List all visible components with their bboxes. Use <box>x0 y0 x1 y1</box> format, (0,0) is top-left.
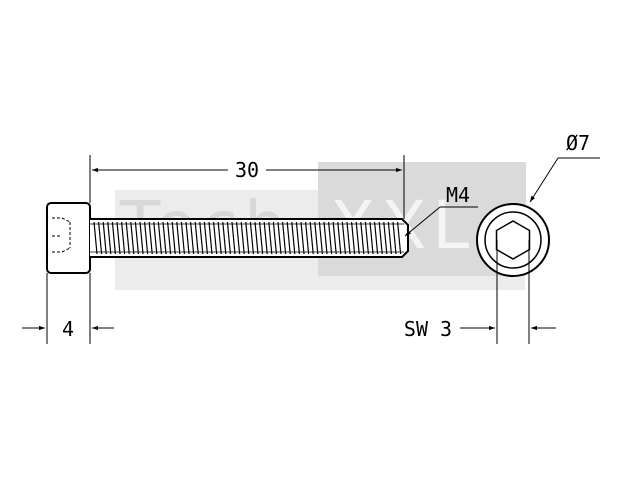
thread-line <box>240 221 245 255</box>
hex-socket-hidden-lines <box>52 217 71 253</box>
thread-leader <box>404 206 478 237</box>
thread-line <box>314 221 319 255</box>
thread-line <box>397 221 402 255</box>
thread-line <box>185 221 190 255</box>
thread-line <box>355 221 360 255</box>
thread-line <box>254 221 259 255</box>
thread-line <box>245 221 250 255</box>
thread-line <box>222 221 227 255</box>
thread-line <box>351 221 356 255</box>
thread-line <box>190 221 195 255</box>
thread-line <box>305 221 310 255</box>
thread-line <box>268 221 273 255</box>
thread-line <box>259 221 264 255</box>
thread-line <box>364 221 369 255</box>
thread-line <box>374 221 379 255</box>
dimension-length <box>89 155 405 219</box>
thread-line <box>116 221 121 255</box>
thread-line <box>392 221 397 255</box>
thread-line <box>236 221 241 255</box>
thread-line <box>277 221 282 255</box>
thread-line <box>226 221 231 255</box>
thread-line <box>148 221 153 255</box>
leader-line <box>404 206 441 237</box>
thread-lines <box>90 221 404 255</box>
thread-line <box>153 221 158 255</box>
thread-line <box>378 221 383 255</box>
thread-line <box>231 221 236 255</box>
thread-line <box>263 221 268 255</box>
thread-line <box>111 221 116 255</box>
head-outer-circle <box>476 203 550 277</box>
thread-line <box>272 221 277 255</box>
thread-line <box>102 221 107 255</box>
thread-line <box>387 221 392 255</box>
thread-line <box>295 221 300 255</box>
thread-line <box>249 221 254 255</box>
thread-line <box>282 221 287 255</box>
dimension-head-height <box>22 273 114 344</box>
dimension-hex-socket <box>460 240 556 344</box>
thread-line <box>328 221 333 255</box>
screw-head <box>46 202 91 274</box>
thread-line <box>203 221 208 255</box>
head-height-label: 4 <box>62 317 74 341</box>
thread-line <box>107 221 112 255</box>
thread-line <box>291 221 296 255</box>
thread-line <box>309 221 314 255</box>
thread-line <box>139 221 144 255</box>
thread-line <box>130 221 135 255</box>
thread-line <box>213 221 218 255</box>
thread-line <box>286 221 291 255</box>
thread-line <box>337 221 342 255</box>
screw-end-view <box>476 203 550 277</box>
thread-line <box>93 221 98 255</box>
screw-side-view <box>46 202 409 274</box>
diameter-leader-line <box>529 157 559 203</box>
thread-line <box>346 221 351 255</box>
thread-line <box>121 221 126 255</box>
thread-line <box>323 221 328 255</box>
length-label: 30 <box>235 158 259 182</box>
thread-line <box>125 221 130 255</box>
thread-line <box>162 221 167 255</box>
thread-line <box>369 221 374 255</box>
thread-line <box>341 221 346 255</box>
thread-line <box>332 221 337 255</box>
thread-line <box>383 221 388 255</box>
diameter-label: Ø7 <box>566 131 590 155</box>
thread-line <box>98 221 103 255</box>
thread-line <box>194 221 199 255</box>
thread-line <box>300 221 305 255</box>
hex-socket-shape <box>495 220 531 260</box>
thread-line <box>217 221 222 255</box>
thread-line <box>167 221 172 255</box>
thread-line <box>171 221 176 255</box>
thread-line <box>199 221 204 255</box>
thread-line <box>208 221 213 255</box>
thread-line <box>180 221 185 255</box>
thread-line <box>157 221 162 255</box>
thread-line <box>318 221 323 255</box>
thread-line <box>360 221 365 255</box>
head-inner-circle <box>484 211 542 269</box>
thread-label: M4 <box>446 183 470 207</box>
thread-line <box>134 221 139 255</box>
hex-socket-label: SW 3 <box>404 317 452 341</box>
thread-line <box>176 221 181 255</box>
thread-line <box>144 221 149 255</box>
diameter-leader <box>529 157 600 203</box>
